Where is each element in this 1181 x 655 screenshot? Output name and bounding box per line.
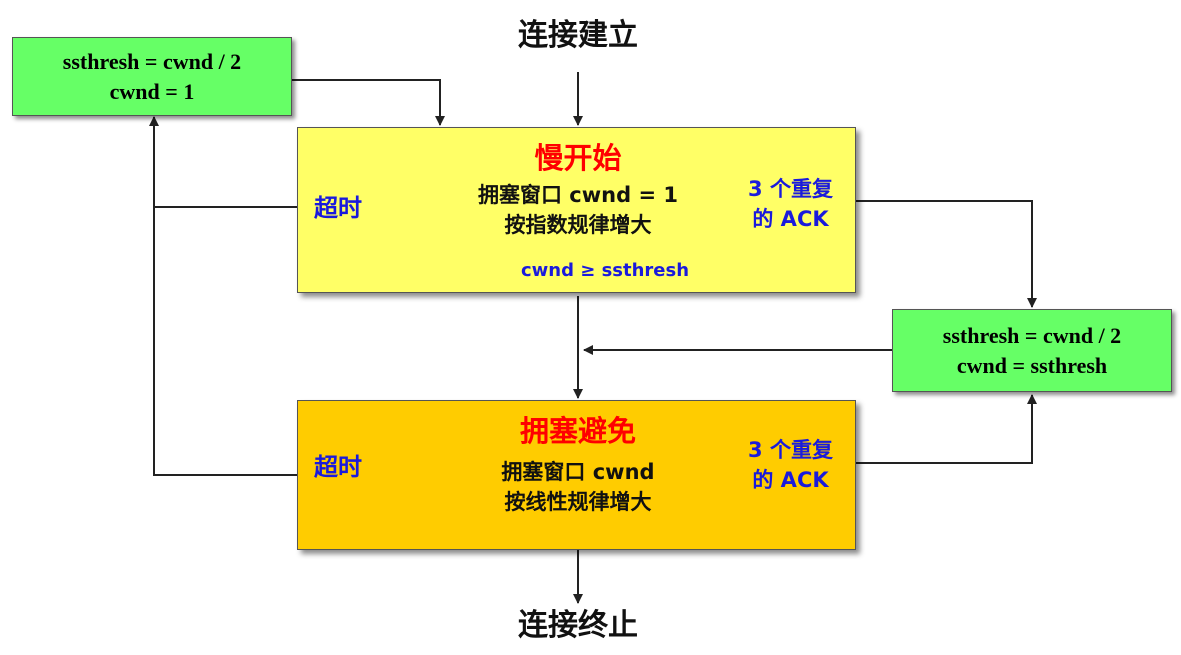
congestion-avoidance-desc-line1: 拥塞窗口 cwnd bbox=[501, 460, 655, 484]
slow-start-desc-line1: 拥塞窗口 cwnd = 1 bbox=[478, 183, 678, 207]
slow-start-title: 慢开始 bbox=[534, 141, 622, 175]
congestion-avoidance-timeout-label: 超时 bbox=[314, 453, 362, 481]
slow-start-desc-line2: 按指数规律增大 bbox=[504, 213, 652, 237]
slow-start-desc: 拥塞窗口 cwnd = 1 按指数规律增大 bbox=[428, 180, 728, 240]
congestion-avoidance-desc-line2: 按线性规律增大 bbox=[504, 490, 652, 514]
congestion-avoidance-dupack-line1: 3 个重复 bbox=[748, 438, 833, 462]
arrow-ca-timeout-to-reset bbox=[149, 116, 298, 476]
congestion-avoidance-dupack-label: 3 个重复 的 ACK bbox=[728, 435, 853, 495]
timeout-reset-line2: cwnd = 1 bbox=[109, 78, 195, 104]
fast-recovery-box: ssthresh = cwnd / 2 cwnd = ssthresh bbox=[892, 309, 1172, 392]
congestion-avoidance-title: 拥塞避免 bbox=[519, 414, 636, 448]
slow-start-dupack-label: 3 个重复 的 ACK bbox=[728, 174, 853, 234]
fast-recovery-line1: ssthresh = cwnd / 2 bbox=[942, 322, 1122, 348]
arrow-slow-start-dupack-to-fr bbox=[856, 200, 1037, 308]
threshold-label: cwnd ≥ ssthresh bbox=[520, 260, 690, 281]
timeout-reset-box: ssthresh = cwnd / 2 cwnd = 1 bbox=[12, 37, 292, 116]
congestion-avoidance-desc: 拥塞窗口 cwnd 按线性规律增大 bbox=[428, 457, 728, 517]
slow-start-dupack-line2: 的 ACK bbox=[752, 207, 829, 231]
slow-start-timeout-label: 超时 bbox=[314, 194, 362, 222]
slow-start-dupack-line1: 3 个重复 bbox=[748, 177, 833, 201]
timeout-reset-line1: ssthresh = cwnd / 2 bbox=[62, 48, 242, 74]
fast-recovery-line2: cwnd = ssthresh bbox=[956, 352, 1108, 378]
arrow-ca-dupack-to-fr bbox=[856, 394, 1037, 464]
congestion-avoidance-box: 拥塞避免 拥塞窗口 cwnd 按线性规律增大 超时 3 个重复 的 ACK bbox=[297, 400, 856, 550]
congestion-avoidance-dupack-line2: 的 ACK bbox=[752, 468, 829, 492]
end-label: 连接终止 bbox=[518, 608, 638, 643]
slow-start-box: 慢开始 拥塞窗口 cwnd = 1 按指数规律增大 超时 3 个重复 的 ACK… bbox=[297, 127, 856, 293]
start-label: 连接建立 bbox=[518, 18, 638, 53]
arrow-reset-to-slow-start bbox=[292, 79, 445, 126]
